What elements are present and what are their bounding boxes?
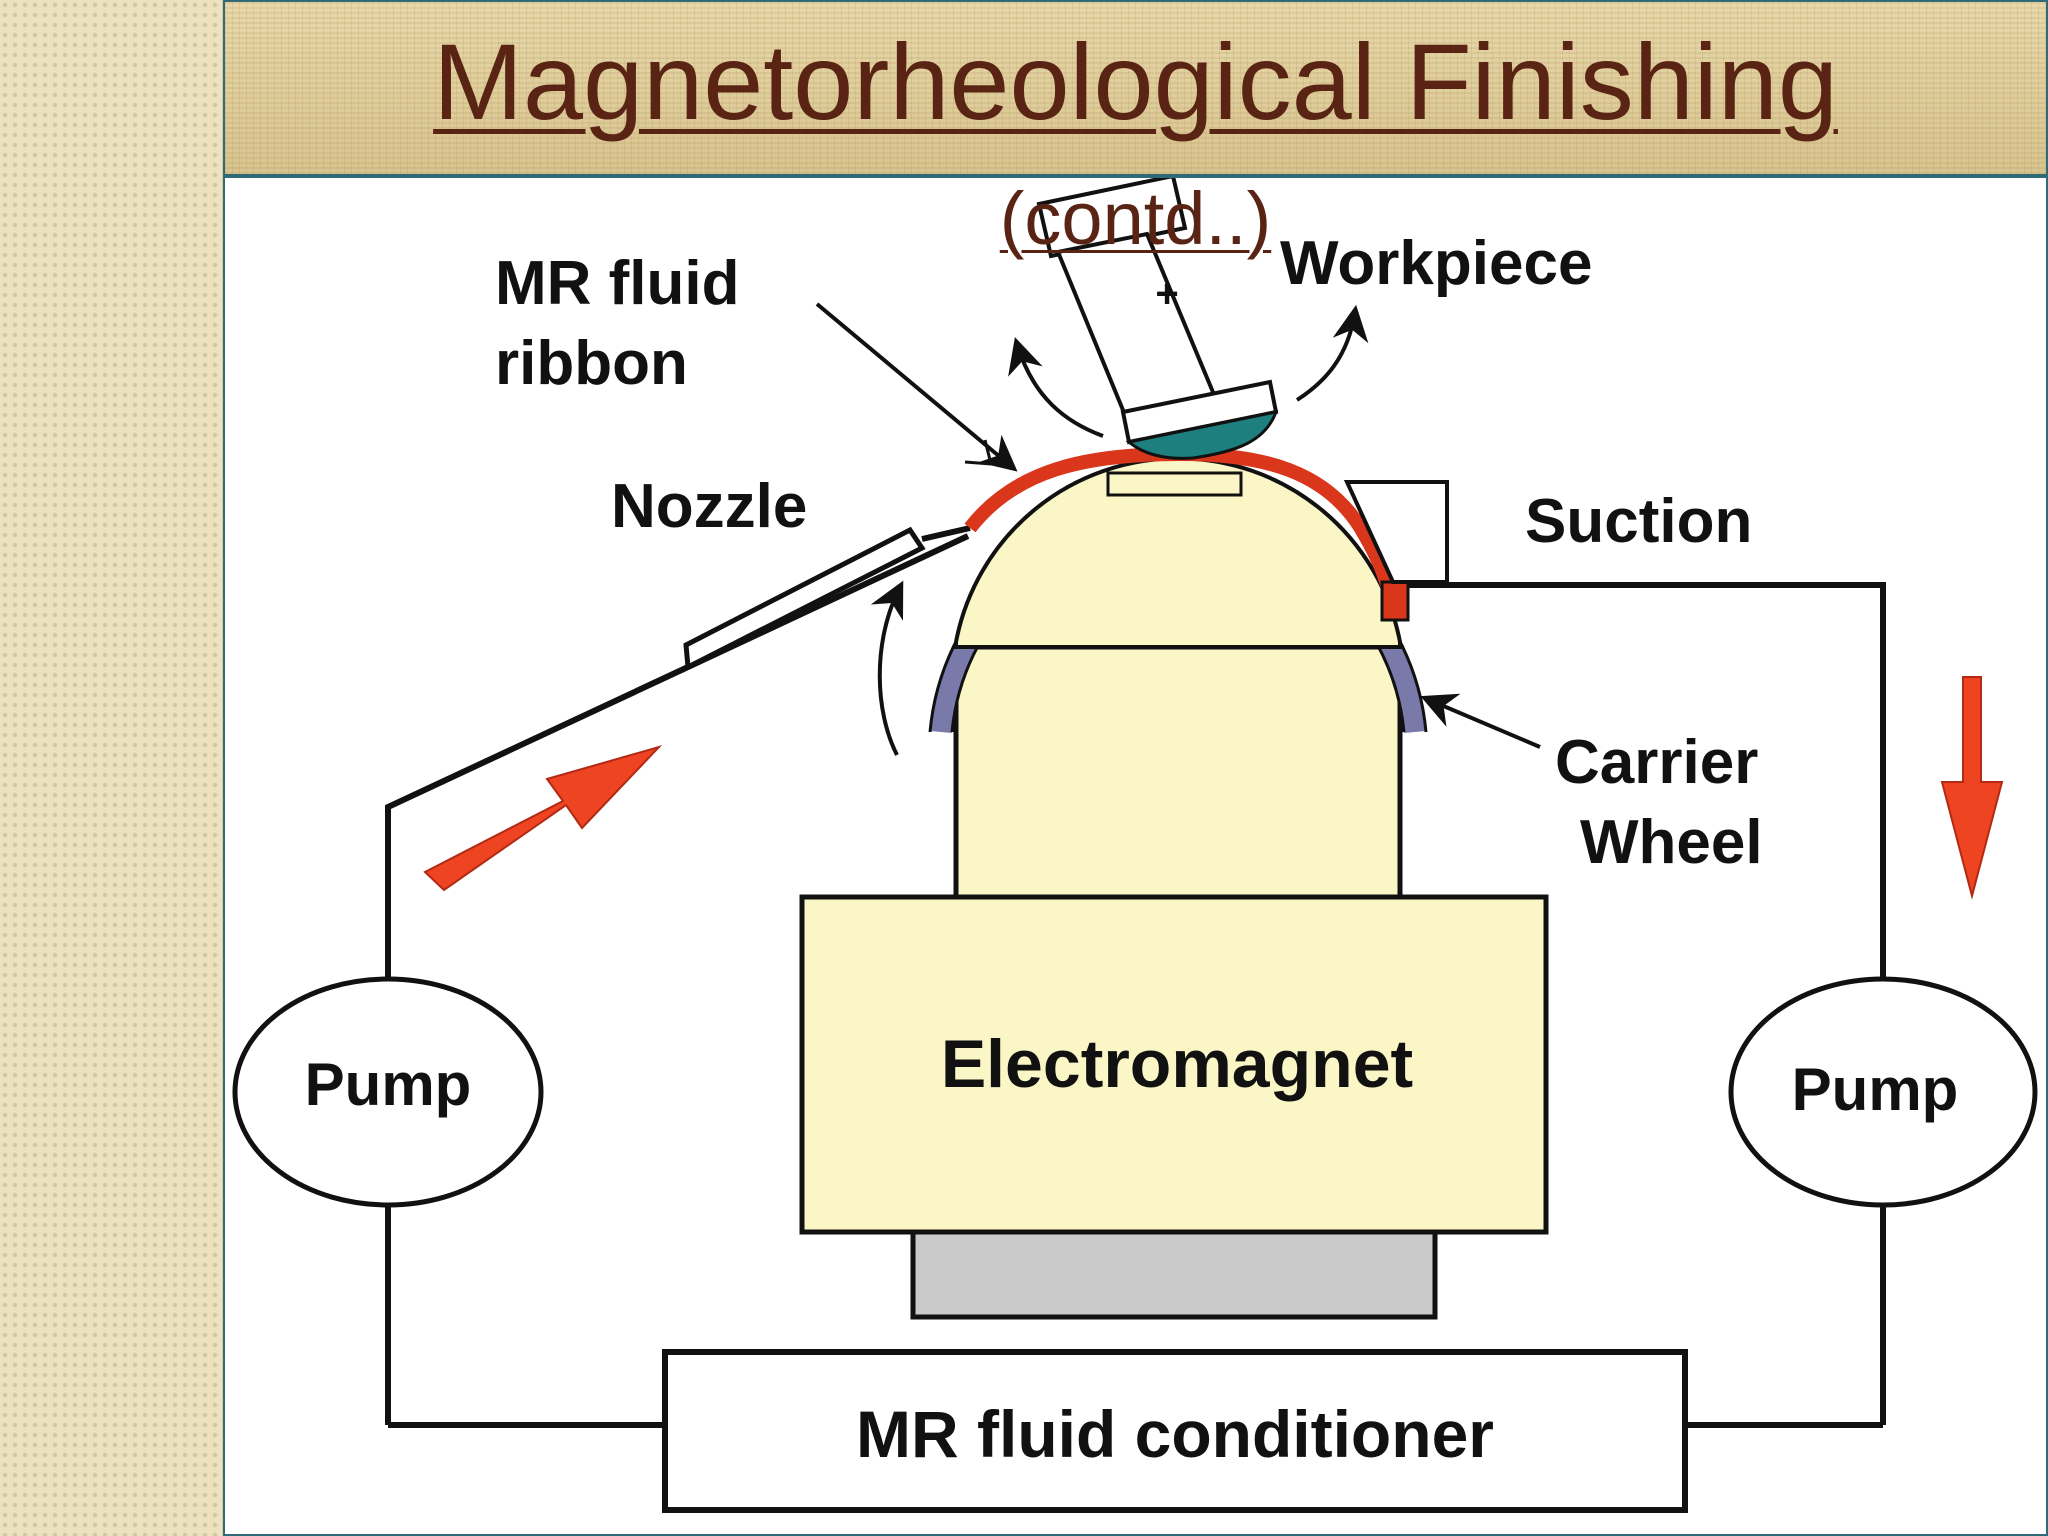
workpiece-center-mark: +	[1155, 272, 1178, 316]
suction-label: Suction	[1525, 487, 1752, 556]
pump-left-label: Pump	[305, 1051, 472, 1118]
rotation-arrows	[870, 304, 1369, 756]
nozzle	[683, 525, 971, 671]
slide-subtitle: (contd..)	[999, 177, 1272, 260]
workpiece: +	[1036, 173, 1279, 460]
pump-right-label: Pump	[1792, 1056, 1959, 1123]
conditioner-label: MR fluid conditioner	[856, 1397, 1494, 1471]
slide-title: Magnetorheological Finishing	[433, 21, 1838, 142]
pump-right: Pump	[1728, 976, 2038, 1208]
pump-left: Pump	[232, 976, 544, 1208]
decorative-side-strip	[0, 0, 224, 1536]
mrf-schematic-diagram: Electromagnet +	[232, 173, 2038, 1513]
supply-flow-arrow	[423, 745, 663, 892]
carrier-wheel-label-line1: Carrier	[1555, 728, 1758, 797]
suction-tip	[1380, 580, 1410, 622]
mr-fluid-conditioner: MR fluid conditioner	[662, 1349, 1688, 1513]
mr-fluid-ribbon	[964, 446, 1394, 587]
electromagnet-box	[799, 894, 1549, 1235]
workpiece-label: Workpiece	[1280, 229, 1592, 298]
mr-fluid-ribbon-label-line2: ribbon	[495, 329, 688, 398]
electromagnet-base	[910, 1226, 1438, 1320]
nozzle-label: Nozzle	[611, 472, 807, 541]
leader-lines	[815, 302, 1541, 749]
title-banner: Magnetorheological Finishing	[225, 2, 2046, 178]
contact-zone	[1106, 471, 1243, 497]
electromagnet-label: Electromagnet	[941, 1026, 1413, 1102]
workpiece-lens	[1125, 409, 1279, 460]
carrier-wheel-label-line2: Wheel	[1580, 808, 1763, 877]
slide-frame: Electromagnet +	[223, 0, 2048, 1536]
suction-nozzle	[1343, 480, 1449, 584]
mr-fluid-ribbon-label-line1: MR fluid	[495, 249, 740, 318]
magnet-pole	[953, 644, 1403, 900]
return-flow-arrow	[1940, 676, 2004, 900]
